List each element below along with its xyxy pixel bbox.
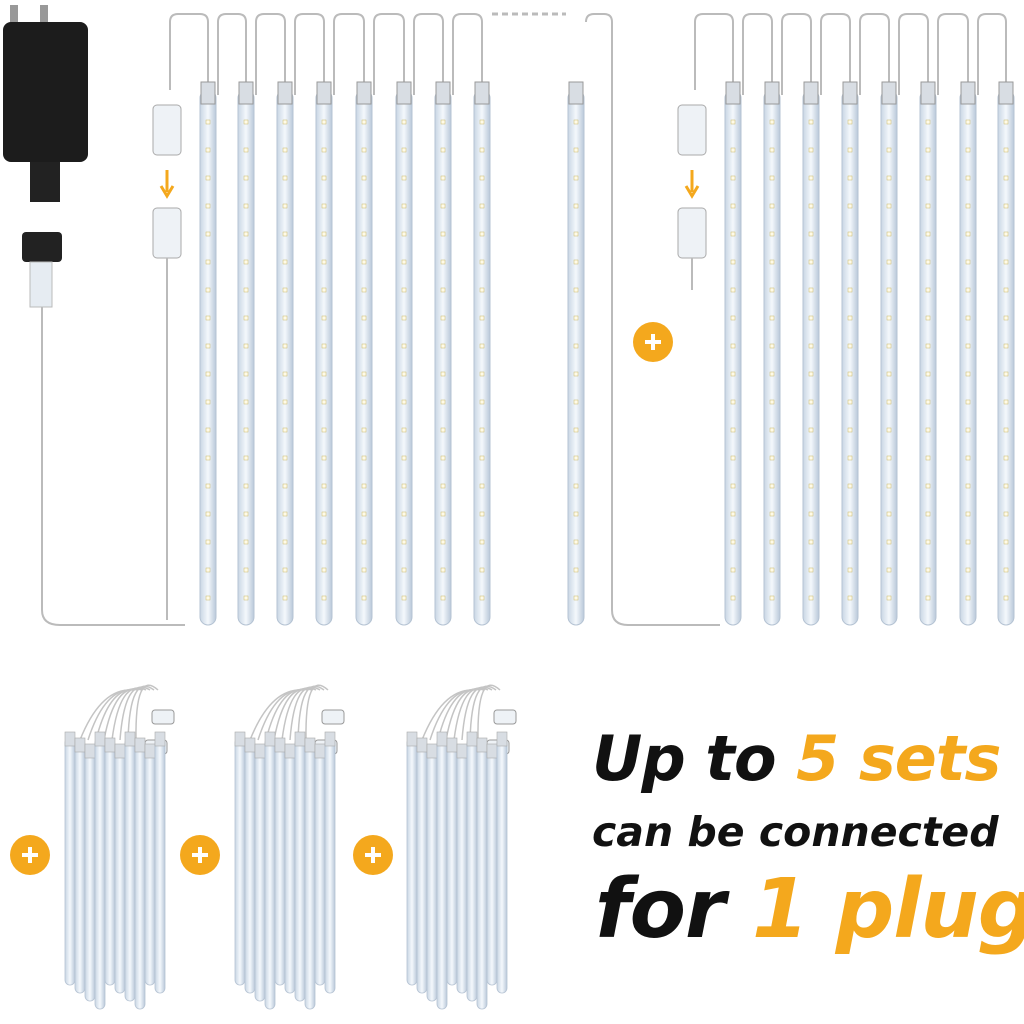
light-tube <box>880 81 898 626</box>
wire <box>373 13 405 95</box>
light-tube <box>315 81 333 626</box>
connector <box>151 709 175 725</box>
connector-male <box>152 104 182 156</box>
light-tube <box>466 737 478 1002</box>
connector-female <box>677 207 707 259</box>
light-tube <box>254 749 266 1002</box>
light-tube <box>294 737 306 1002</box>
light-tube <box>567 81 585 626</box>
arrow-down-icon <box>684 170 700 199</box>
wire <box>898 13 929 95</box>
headline-accent: 5 sets <box>796 722 1001 795</box>
light-tube <box>274 743 286 986</box>
headline-line-1: Up to 5 sets <box>592 722 1001 795</box>
light-tube <box>802 81 820 626</box>
plus-icon <box>633 322 673 362</box>
wire <box>820 13 851 95</box>
light-tube <box>919 81 937 626</box>
light-tube <box>284 749 296 994</box>
light-tube <box>496 737 508 994</box>
light-tube <box>997 81 1015 626</box>
light-tube <box>476 743 488 1010</box>
power-adapter <box>3 5 185 626</box>
headline-text: Up to <box>592 722 797 795</box>
light-tube <box>154 737 166 994</box>
light-tube <box>434 81 452 626</box>
wire <box>694 13 734 90</box>
connector <box>321 709 345 725</box>
wire <box>294 13 325 95</box>
wire <box>333 13 365 95</box>
light-tube <box>114 749 126 994</box>
light-tube <box>134 743 146 1010</box>
wire <box>781 13 812 95</box>
wire <box>217 13 247 95</box>
wire <box>452 13 483 95</box>
light-tube <box>724 81 742 626</box>
light-tube <box>104 743 116 986</box>
headline-line-3: for 1 plug <box>595 862 1024 957</box>
light-set-bundle <box>234 684 345 1010</box>
light-set-bundle <box>406 684 517 1010</box>
light-tube <box>276 81 294 626</box>
light-tube <box>486 749 498 986</box>
light-tube <box>446 743 458 986</box>
light-tube <box>456 749 468 994</box>
light-tube <box>124 737 136 1002</box>
light-set-bundle <box>64 684 175 1010</box>
light-tube <box>436 737 448 1010</box>
connector <box>493 709 517 725</box>
headline-line-2: can be connected <box>592 808 999 856</box>
headline-accent: 1 plug <box>752 862 1024 957</box>
wire <box>585 13 720 626</box>
light-tube <box>426 749 438 1002</box>
plus-icon <box>10 835 50 875</box>
light-tube <box>94 737 106 1010</box>
light-tube <box>64 737 76 986</box>
light-tube <box>841 81 859 626</box>
arrow-down-icon <box>159 170 175 199</box>
light-tube <box>144 749 156 986</box>
light-tube <box>199 81 217 626</box>
wire <box>977 13 1007 95</box>
light-tube <box>324 737 336 994</box>
light-tube <box>416 743 428 994</box>
headline-text: for <box>595 862 752 957</box>
light-tube <box>763 81 781 626</box>
wire <box>742 13 773 95</box>
light-tube <box>959 81 977 626</box>
connector-female <box>152 207 182 259</box>
light-tube <box>395 81 413 626</box>
wire <box>255 13 286 95</box>
wire <box>937 13 969 95</box>
wire <box>169 13 209 90</box>
light-tube <box>237 81 255 626</box>
light-tube <box>234 737 246 986</box>
light-tube <box>304 743 316 1010</box>
plus-icon <box>353 835 393 875</box>
light-tube <box>473 81 491 626</box>
wire <box>413 13 444 95</box>
connector-male <box>677 104 707 156</box>
light-tube <box>264 737 276 1010</box>
light-tube <box>355 81 373 626</box>
light-tube <box>244 743 256 994</box>
light-tube <box>74 743 86 994</box>
light-tube <box>406 737 418 986</box>
wire <box>859 13 890 95</box>
plus-icon <box>180 835 220 875</box>
light-tube <box>314 749 326 986</box>
light-tube <box>84 749 96 1002</box>
